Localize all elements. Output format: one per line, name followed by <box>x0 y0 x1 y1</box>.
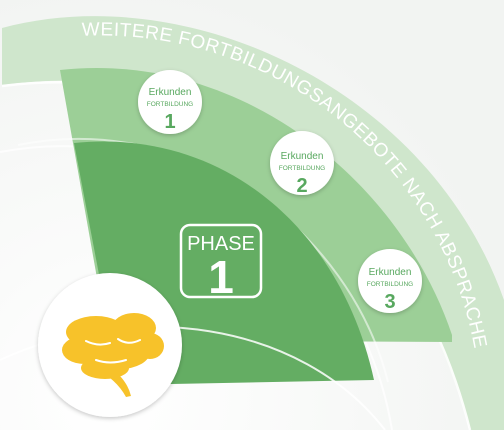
badge-1-number: 1 <box>164 111 175 133</box>
phase-number: 1 <box>208 251 234 303</box>
badge-2-subtitle: FORTBILDUNG <box>279 165 325 172</box>
phase-box <box>179 223 263 299</box>
brain-icon <box>62 313 164 397</box>
badge-3-subtitle: FORTBILDUNG <box>367 281 413 288</box>
badge-1-subtitle: FORTBILDUNG <box>147 101 193 108</box>
badge-3-title: Erkunden <box>369 267 412 278</box>
badge-1 <box>138 70 202 134</box>
phase-label: PHASE <box>187 233 255 255</box>
outer-ring <box>2 16 504 430</box>
badge-2-number: 2 <box>296 175 307 197</box>
badge-1-title: Erkunden <box>149 87 192 98</box>
badge-3 <box>358 249 422 313</box>
badge-2-title: Erkunden <box>281 151 324 162</box>
badge-2 <box>270 131 334 195</box>
badge-3-number: 3 <box>384 291 395 313</box>
